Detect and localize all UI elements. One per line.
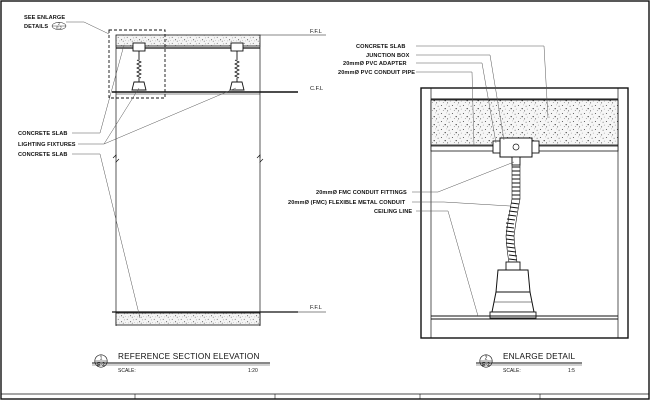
junction-box bbox=[499, 137, 533, 158]
svg-text:SCALE:: SCALE: bbox=[503, 368, 521, 374]
enlarge-detail: CONCRETE SLAB JUNCTION BOX 20mmØ PVC ADA… bbox=[288, 44, 629, 374]
flexible-metal-conduit bbox=[505, 166, 520, 261]
svg-text:1: 1 bbox=[100, 356, 103, 362]
callout-leader bbox=[66, 21, 110, 35]
see-enlarge-text: SEE ENLARGE bbox=[24, 15, 65, 21]
title-enlarge-detail: ENLARGE DETAIL bbox=[503, 352, 576, 361]
label-concrete-slab-1: CONCRETE SLAB bbox=[18, 131, 67, 137]
reference-section-elevation: F.F.L C.F.L F.F.L SEE ENLARGE DETAILS 2 … bbox=[18, 15, 326, 374]
details-text: DETAILS bbox=[24, 24, 48, 30]
level-ffl-top: F.F.L bbox=[310, 29, 322, 35]
label-junction-box: JUNCTION BOX bbox=[366, 53, 410, 59]
label-ceiling-line: CEILING LINE bbox=[374, 209, 412, 215]
level-ffl-bottom: F.F.L bbox=[310, 305, 322, 311]
detail-frame bbox=[420, 87, 629, 339]
level-cfl: C.F.L bbox=[310, 86, 323, 92]
label-pvc-adapter: 20mmØ PVC ADAPTER bbox=[343, 61, 407, 67]
lighting-fixture-2 bbox=[229, 42, 245, 91]
label-concrete-slab: CONCRETE SLAB bbox=[356, 44, 405, 50]
detail-light-fixture bbox=[495, 269, 531, 293]
title-reference-section-elevation: REFERENCE SECTION ELEVATION bbox=[118, 352, 260, 361]
label-fmc-flexible: 20mmØ (FMC) FLEXIBLE METAL CONDUIT bbox=[288, 200, 406, 206]
scale-value-2: 1:5 bbox=[568, 368, 575, 374]
scale-value-1: 1:20 bbox=[248, 368, 258, 374]
label-fmc-fittings: 20mmØ FMC CONDUIT FITTINGS bbox=[316, 190, 407, 196]
svg-text:SCALE:: SCALE: bbox=[118, 368, 136, 374]
svg-text:2: 2 bbox=[485, 356, 488, 362]
top-concrete-slab bbox=[115, 34, 261, 47]
pvc-adapter-left bbox=[492, 140, 501, 154]
label-pvc-conduit-pipe: 20mmØ PVC CONDUIT PIPE bbox=[338, 70, 415, 76]
bottom-concrete-slab bbox=[115, 312, 261, 326]
svg-text:E-2: E-2 bbox=[56, 26, 61, 30]
label-concrete-slab-2: CONCRETE SLAB bbox=[18, 152, 67, 158]
label-lighting-fixtures: LIGHTING FIXTURES bbox=[18, 142, 76, 148]
lighting-fixture-1 bbox=[131, 42, 147, 91]
svg-text:2: 2 bbox=[58, 22, 60, 26]
enlarge-detail-box bbox=[108, 29, 166, 99]
pvc-adapter-right bbox=[531, 140, 540, 154]
fmc-conduit-fitting bbox=[511, 156, 521, 166]
